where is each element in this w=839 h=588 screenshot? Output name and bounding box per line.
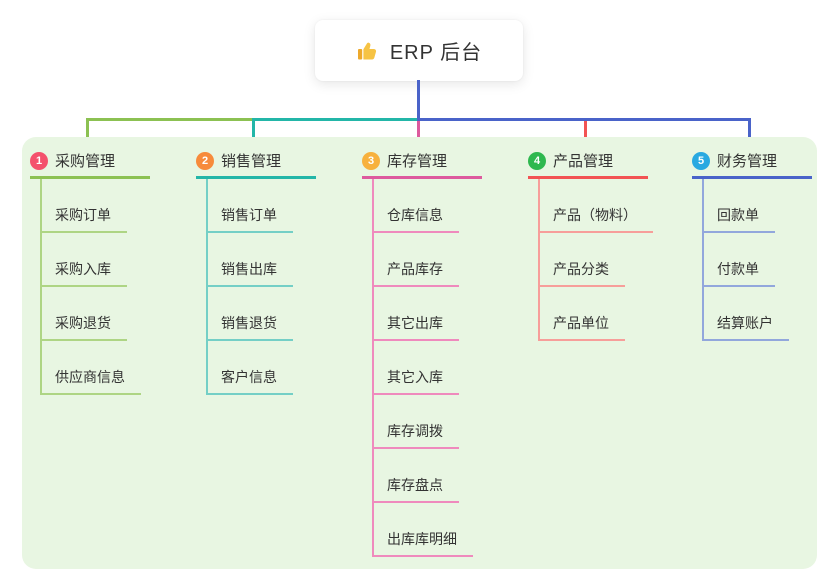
branch-finance-header[interactable]: 5 财务管理 (692, 150, 812, 179)
node-item[interactable]: 采购订单 (42, 179, 150, 233)
node-item-label: 客户信息 (208, 367, 293, 395)
node-item-label: 出库库明细 (374, 529, 473, 557)
branch-inventory: 3 库存管理 仓库信息 产品库存 其它出库 其它入库 库存调拨 库存盘点 出库库… (362, 150, 482, 557)
branch-title: 库存管理 (387, 153, 448, 170)
node-item[interactable]: 结算账户 (704, 287, 812, 341)
node-item[interactable]: 采购入库 (42, 233, 150, 287)
connector-bus-segment-teal (252, 118, 419, 121)
connector-drop-inventory (417, 118, 420, 146)
node-item[interactable]: 产品（物料） (540, 179, 653, 233)
branch-number-badge: 4 (528, 151, 546, 170)
branch-inventory-items: 仓库信息 产品库存 其它出库 其它入库 库存调拨 库存盘点 出库库明细 (372, 179, 482, 557)
node-item[interactable]: 客户信息 (208, 341, 316, 395)
node-item-label: 销售退货 (208, 313, 293, 341)
branch-sales: 2 销售管理 销售订单 销售出库 销售退货 客户信息 (196, 150, 316, 395)
branch-product-header[interactable]: 4 产品管理 (528, 150, 648, 179)
branch-title: 销售管理 (221, 153, 282, 170)
branch-number-badge: 5 (692, 151, 710, 170)
node-item[interactable]: 回款单 (704, 179, 812, 233)
branch-finance-items: 回款单 付款单 结算账户 (702, 179, 812, 341)
node-item-label: 供应商信息 (42, 367, 141, 395)
branches-panel (22, 137, 817, 569)
node-item-label: 采购退货 (42, 313, 127, 341)
node-item-label: 付款单 (704, 259, 775, 287)
node-item[interactable]: 销售订单 (208, 179, 316, 233)
node-item[interactable]: 供应商信息 (42, 341, 150, 395)
node-item-label: 产品单位 (540, 313, 625, 341)
root-node-title: ERP 后台 (389, 42, 483, 64)
node-item[interactable]: 采购退货 (42, 287, 150, 341)
node-item[interactable]: 库存盘点 (374, 449, 482, 503)
node-item[interactable]: 销售出库 (208, 233, 316, 287)
node-item-label: 销售出库 (208, 259, 293, 287)
root-connector-line (417, 80, 420, 119)
connector-drop-product (584, 118, 587, 146)
connector-drop-purchase (86, 118, 89, 146)
node-item[interactable]: 销售退货 (208, 287, 316, 341)
thumbs-up-icon (356, 39, 380, 63)
node-item-label: 采购订单 (42, 205, 127, 233)
branch-product-items: 产品（物料） 产品分类 产品单位 (538, 179, 653, 341)
branch-number-badge: 3 (362, 151, 380, 170)
branch-title: 产品管理 (553, 153, 614, 170)
node-item-label: 库存调拨 (374, 421, 459, 449)
node-item[interactable]: 库存调拨 (374, 395, 482, 449)
node-item-label: 产品库存 (374, 259, 459, 287)
node-item-label: 结算账户 (704, 313, 789, 341)
branch-sales-items: 销售订单 销售出库 销售退货 客户信息 (206, 179, 316, 395)
node-item-label: 销售订单 (208, 205, 293, 233)
branch-purchase: 1 采购管理 采购订单 采购入库 采购退货 供应商信息 (30, 150, 150, 395)
node-item-label: 采购入库 (42, 259, 127, 287)
node-item[interactable]: 产品库存 (374, 233, 482, 287)
branch-number-badge: 1 (30, 151, 48, 170)
branch-inventory-header[interactable]: 3 库存管理 (362, 150, 482, 179)
node-item-label: 产品分类 (540, 259, 625, 287)
node-item-label: 库存盘点 (374, 475, 459, 503)
root-node[interactable]: ERP 后台 (315, 20, 523, 81)
branch-product: 4 产品管理 产品（物料） 产品分类 产品单位 (528, 150, 653, 341)
branch-purchase-header[interactable]: 1 采购管理 (30, 150, 150, 179)
node-item-label: 其它入库 (374, 367, 459, 395)
node-item-label: 产品（物料） (540, 205, 653, 233)
node-item[interactable]: 产品分类 (540, 233, 653, 287)
node-item-label: 回款单 (704, 205, 775, 233)
branch-sales-header[interactable]: 2 销售管理 (196, 150, 316, 179)
node-item[interactable]: 其它出库 (374, 287, 482, 341)
branch-finance: 5 财务管理 回款单 付款单 结算账户 (692, 150, 812, 341)
node-item-label: 仓库信息 (374, 205, 459, 233)
branch-title: 采购管理 (55, 153, 116, 170)
connector-bus-segment-green (86, 118, 255, 121)
node-item[interactable]: 付款单 (704, 233, 812, 287)
node-item[interactable]: 产品单位 (540, 287, 653, 341)
node-item[interactable]: 其它入库 (374, 341, 482, 395)
branch-number-badge: 2 (196, 151, 214, 170)
node-item-label: 其它出库 (374, 313, 459, 341)
branch-purchase-items: 采购订单 采购入库 采购退货 供应商信息 (40, 179, 150, 395)
connector-drop-sales (252, 118, 255, 146)
node-item[interactable]: 仓库信息 (374, 179, 482, 233)
connector-drop-finance (748, 118, 751, 146)
branch-title: 财务管理 (717, 153, 778, 170)
node-item[interactable]: 出库库明细 (374, 503, 482, 557)
connector-bus-segment-blue (417, 118, 751, 121)
